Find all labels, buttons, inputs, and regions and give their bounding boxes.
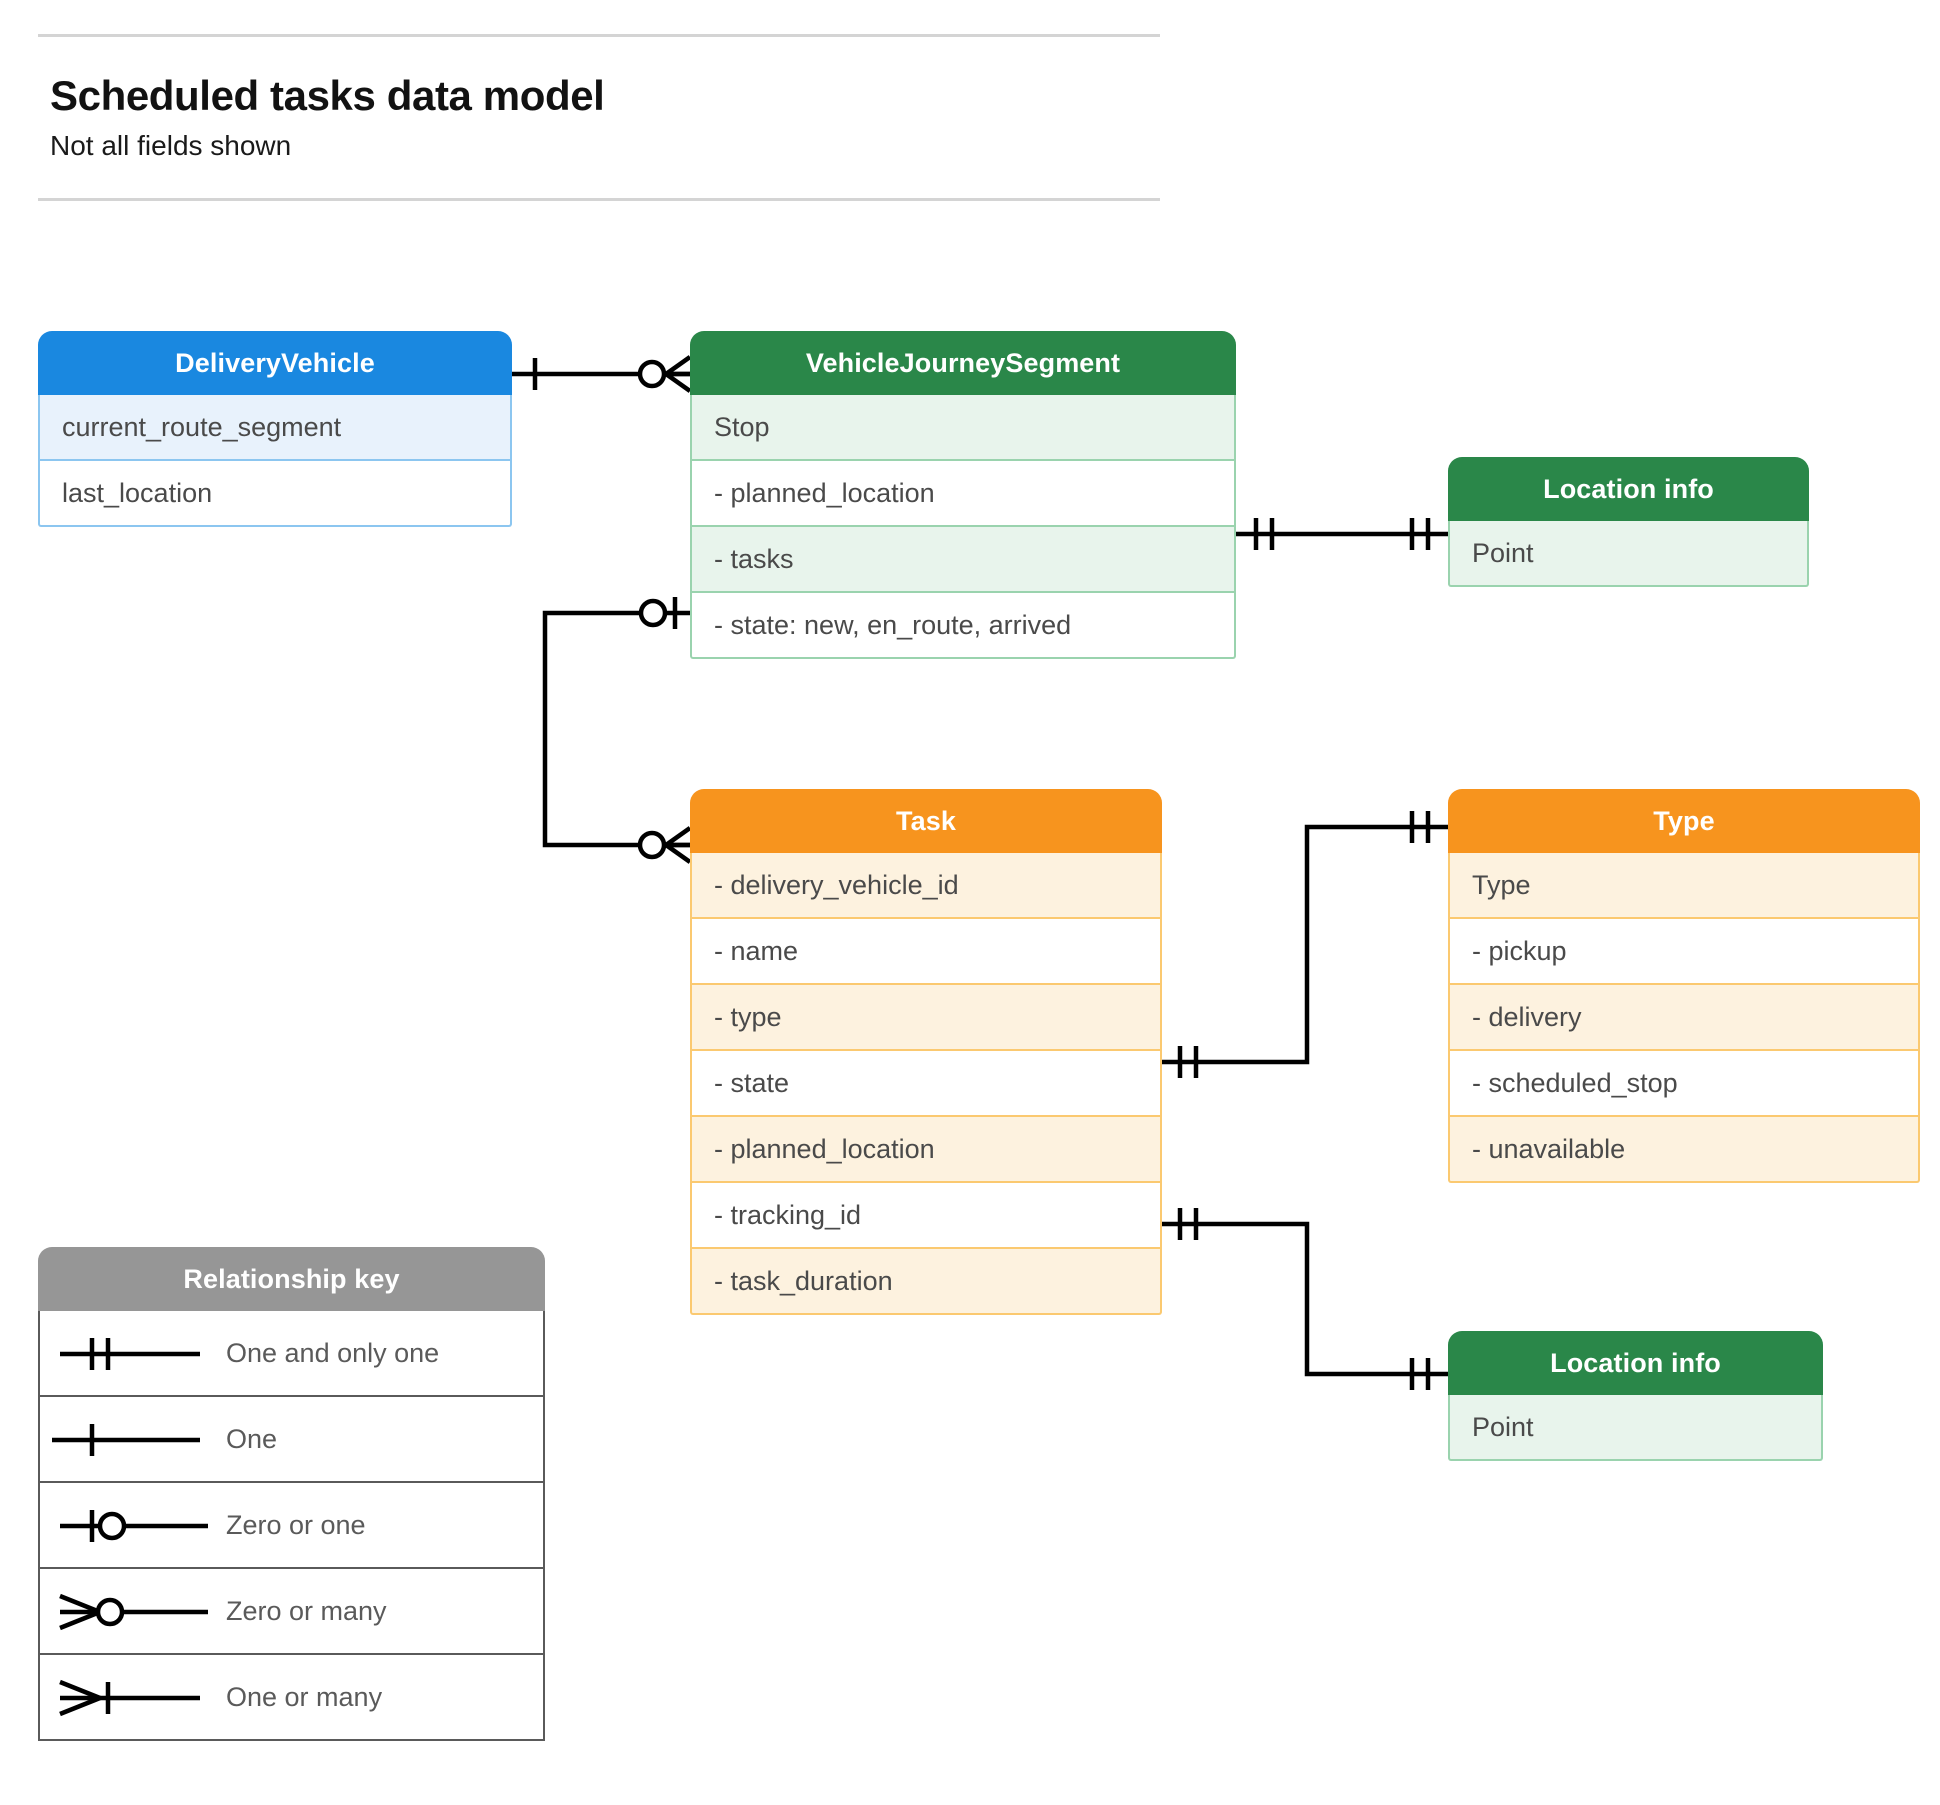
field-point-top: Point <box>1448 521 1809 587</box>
field-tasks: - tasks <box>690 527 1236 593</box>
circle-zero-tasks <box>638 598 668 628</box>
field-task-duration: - task_duration <box>690 1249 1162 1315</box>
entity-location-info-top[interactable]: Location info Point <box>1448 457 1809 587</box>
circle-zero-dv-vjs <box>637 359 667 389</box>
entity-location-info-bottom[interactable]: Location info Point <box>1448 1331 1823 1461</box>
legend-item-zero-or-many: Zero or many <box>38 1569 545 1655</box>
one-or-many-icon <box>40 1655 222 1739</box>
legend-item-one: One <box>38 1397 545 1483</box>
legend-item-zero-or-one: Zero or one <box>38 1483 545 1569</box>
legend-title: Relationship key <box>38 1247 545 1311</box>
entity-type-title: Type <box>1448 789 1920 853</box>
field-task-type: - type <box>690 985 1162 1051</box>
crow-dn-task <box>664 843 692 864</box>
legend-item-one-and-only-one: One and only one <box>38 1311 545 1397</box>
entity-task[interactable]: Task - delivery_vehicle_id - name - type… <box>690 789 1162 1315</box>
legend-label-one: One <box>226 1423 278 1454</box>
relationship-key-legend: Relationship key One and only one <box>38 1247 545 1741</box>
field-type-delivery: - delivery <box>1448 985 1920 1051</box>
field-state: - state: new, en_route, arrived <box>690 593 1236 659</box>
field-task-name: - name <box>690 919 1162 985</box>
crow-up-dv-vjs <box>664 355 692 376</box>
header-divider-top <box>38 34 1160 37</box>
field-stop: Stop <box>690 395 1236 461</box>
entity-task-title: Task <box>690 789 1162 853</box>
entity-vehicle-journey-segment-title: VehicleJourneySegment <box>690 331 1236 395</box>
field-type-unavailable: - unavailable <box>1448 1117 1920 1183</box>
field-type-scheduled-stop: - scheduled_stop <box>1448 1051 1920 1117</box>
header-divider-bottom <box>38 198 1160 201</box>
entity-delivery-vehicle[interactable]: DeliveryVehicle current_route_segment la… <box>38 331 512 527</box>
circle-zero-task <box>637 830 667 860</box>
field-last-location: last_location <box>38 461 512 527</box>
legend-label-zero-or-many: Zero or many <box>226 1595 387 1626</box>
line-task-type <box>1162 824 1448 1065</box>
legend-item-one-or-many: One or many <box>38 1655 545 1741</box>
legend-label-one-or-many: One or many <box>226 1681 383 1712</box>
one-icon <box>40 1397 222 1481</box>
field-current-route-segment: current_route_segment <box>38 395 512 461</box>
legend-label-one-and-only-one: One and only one <box>226 1337 440 1368</box>
entity-type[interactable]: Type Type - pickup - delivery - schedule… <box>1448 789 1920 1183</box>
line-vjs-tasks-task <box>542 610 690 848</box>
crow-up-task <box>664 826 692 847</box>
page-title: Scheduled tasks data model <box>50 72 605 119</box>
entity-location-info-bottom-title: Location info <box>1448 1331 1823 1395</box>
field-tracking-id: - tracking_id <box>690 1183 1162 1249</box>
line-task-loc <box>1162 1221 1448 1377</box>
field-type-label: Type <box>1448 853 1920 919</box>
entity-delivery-vehicle-title: DeliveryVehicle <box>38 331 512 395</box>
zero-or-one-icon <box>40 1483 222 1567</box>
field-planned-location: - planned_location <box>690 461 1236 527</box>
field-type-pickup: - pickup <box>1448 919 1920 985</box>
one-and-only-one-icon <box>40 1311 222 1395</box>
legend-label-zero-or-one: Zero or one <box>226 1509 366 1540</box>
zero-or-many-icon <box>40 1569 222 1653</box>
page-subtitle: Not all fields shown <box>50 130 292 161</box>
field-delivery-vehicle-id: - delivery_vehicle_id <box>690 853 1162 919</box>
crow-dn-dv-vjs <box>664 372 692 393</box>
field-task-state: - state <box>690 1051 1162 1117</box>
entity-location-info-top-title: Location info <box>1448 457 1809 521</box>
field-task-planned-location: - planned_location <box>690 1117 1162 1183</box>
entity-vehicle-journey-segment[interactable]: VehicleJourneySegment Stop - planned_loc… <box>690 331 1236 659</box>
field-point-bottom: Point <box>1448 1395 1823 1461</box>
